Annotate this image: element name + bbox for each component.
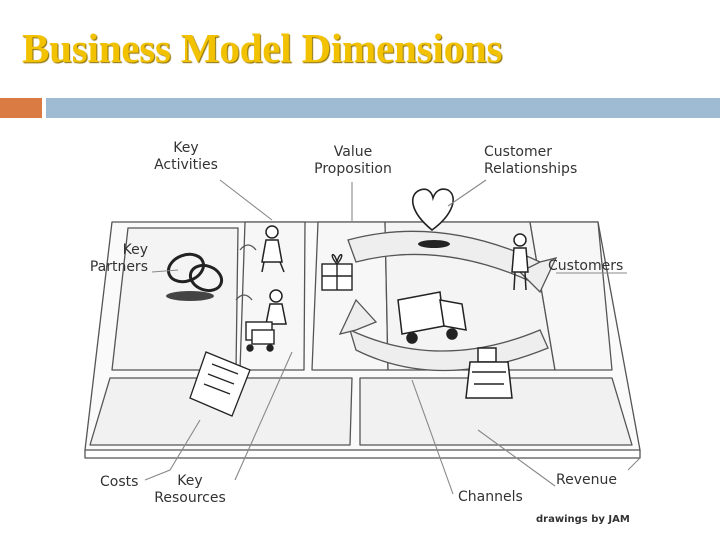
label-customer-relationships: Customer Relationships xyxy=(484,144,578,177)
cart-icon xyxy=(245,321,275,352)
leader-lines xyxy=(144,179,641,495)
label-costs: Costs xyxy=(100,474,139,490)
label-channels: Channels xyxy=(458,489,523,505)
label-key-activities: Key Activities xyxy=(154,140,218,173)
label-revenue: Revenue xyxy=(556,472,617,488)
resource-worker-icon xyxy=(265,289,287,325)
rings-shadow xyxy=(166,291,214,301)
truck-icon xyxy=(397,291,467,344)
label-key-resources: Key Resources xyxy=(154,473,226,506)
label-value-proposition: Value Proposition xyxy=(314,144,392,177)
label-customers: Customers xyxy=(548,258,624,274)
rings-icon xyxy=(167,252,224,293)
cash-register-icon xyxy=(465,347,513,399)
channels-arrows xyxy=(338,230,558,372)
accent-bar-blue xyxy=(46,98,720,118)
customer-icon xyxy=(511,233,529,291)
worker-icon xyxy=(261,225,285,273)
drawings-credit: drawings by JAM xyxy=(536,514,630,525)
slide-title: Business Model Dimensions xyxy=(22,25,503,71)
label-key-partners: Key Partners xyxy=(89,242,148,275)
heart-icon xyxy=(411,188,454,232)
revenue-panel xyxy=(359,377,633,446)
gift-icon xyxy=(321,254,353,291)
contract-icon xyxy=(189,351,251,417)
heart-shadow xyxy=(418,240,450,248)
accent-bar-orange xyxy=(0,98,42,118)
